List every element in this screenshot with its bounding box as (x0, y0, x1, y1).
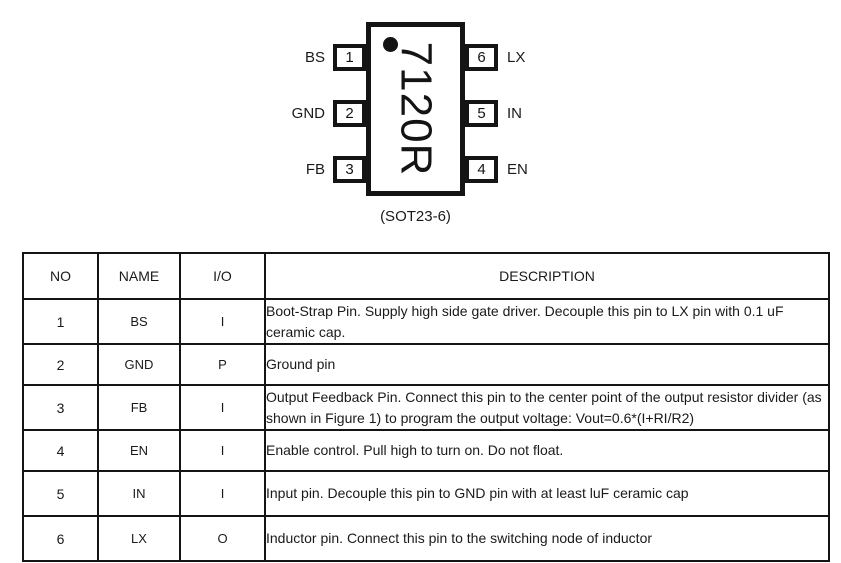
cell-no: 1 (22, 298, 99, 345)
pin1-marker-dot (383, 37, 398, 52)
cell-name: IN (97, 470, 181, 517)
column-header-name: NAME (97, 252, 181, 300)
pin-label-lx: LX (507, 49, 526, 66)
pin-description-table: NO NAME I/O DESCRIPTION 1 BS I Boot-Stra… (22, 252, 830, 562)
cell-io: I (179, 470, 266, 517)
pin-label-fb: FB (305, 161, 325, 178)
cell-io: I (179, 384, 266, 431)
column-header-description: DESCRIPTION (264, 252, 830, 300)
pin-label-gnd: GND (291, 105, 325, 122)
pin-box-5: 5 (465, 100, 498, 127)
table-row: 2 GND P Ground pin (22, 343, 830, 386)
table-row: 1 BS I Boot-Strap Pin. Supply high side … (22, 298, 830, 345)
cell-description: Output Feedback Pin. Connect this pin to… (264, 384, 830, 431)
cell-no: 3 (22, 384, 99, 431)
pin-box-3: 3 (333, 156, 366, 183)
cell-name: LX (97, 515, 181, 562)
cell-io: P (179, 343, 266, 386)
column-header-io: I/O (179, 252, 266, 300)
cell-no: 4 (22, 429, 99, 472)
package-type-caption: (SOT23-6) (380, 208, 451, 225)
pin-box-1: 1 (333, 44, 366, 71)
cell-io: I (179, 429, 266, 472)
package-diagram: 7120R BS 1 GND 2 FB 3 6 LX 5 IN 4 EN (SO… (0, 0, 841, 240)
cell-name: GND (97, 343, 181, 386)
cell-io: I (179, 298, 266, 345)
cell-description: Inductor pin. Connect this pin to the sw… (264, 515, 830, 562)
column-header-no: NO (22, 252, 99, 300)
cell-name: FB (97, 384, 181, 431)
cell-description: Enable control. Pull high to turn on. Do… (264, 429, 830, 472)
cell-io: O (179, 515, 266, 562)
cell-name: EN (97, 429, 181, 472)
pin-box-6: 6 (465, 44, 498, 71)
cell-name: BS (97, 298, 181, 345)
part-number-marking: 7120R (366, 22, 465, 196)
cell-no: 6 (22, 515, 99, 562)
cell-description: Input pin. Decouple this pin to GND pin … (264, 470, 830, 517)
cell-no: 2 (22, 343, 99, 386)
cell-no: 5 (22, 470, 99, 517)
cell-description: Ground pin (264, 343, 830, 386)
part-number-text: 7120R (391, 41, 441, 177)
pin-label-en: EN (507, 161, 528, 178)
table-row: 3 FB I Output Feedback Pin. Connect this… (22, 384, 830, 431)
pin-label-in: IN (507, 105, 522, 122)
table-row: 6 LX O Inductor pin. Connect this pin to… (22, 515, 830, 562)
pin-box-4: 4 (465, 156, 498, 183)
cell-description: Boot-Strap Pin. Supply high side gate dr… (264, 298, 830, 345)
table-row: 5 IN I Input pin. Decouple this pin to G… (22, 470, 830, 517)
table-row: 4 EN I Enable control. Pull high to turn… (22, 429, 830, 472)
table-header-row: NO NAME I/O DESCRIPTION (22, 252, 830, 300)
pin-box-2: 2 (333, 100, 366, 127)
ic-body-outline (366, 22, 465, 196)
pin-label-bs: BS (304, 49, 325, 66)
